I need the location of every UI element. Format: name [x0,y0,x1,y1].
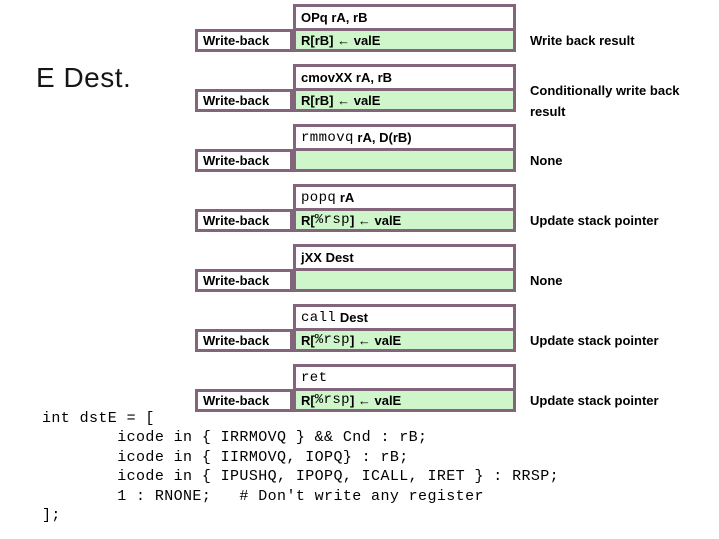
pipeline-stage-row: Write-back rmmovq rA, D(rB) None [195,124,719,172]
instruction-cell: ret [296,367,513,391]
stage-description: Update stack pointer [530,213,659,228]
stage-label-box: Write-back [195,209,293,232]
action-prefix: R[rB] ← valE [301,32,381,48]
stage-label: Write-back [203,93,270,108]
stage-label-box: Write-back [195,269,293,292]
stage-label: Write-back [203,393,270,408]
instruction-mnemonic: call [301,309,337,326]
pipeline-stage-row: Write-back popq rA R[%rsp] ← valE Update… [195,184,719,232]
stage-label-box: Write-back [195,329,293,352]
pipeline-stage-row: Write-back cmovXX rA, rB R[rB] ← valE Co… [195,64,719,119]
instruction-box: call Dest R[%rsp] ← valE [293,304,516,352]
pipeline-stage-row: Write-back jXX Dest None [195,244,719,292]
action-prefix: R[ [301,332,315,348]
stage-label: Write-back [203,153,270,168]
pipeline-stage-row: Write-back ret R[%rsp] ← valE Update sta… [195,364,719,412]
stage-description: None [530,153,563,168]
stage-description: None [530,273,563,288]
stage-label-box: Write-back [195,89,293,112]
instruction-operands: Dest [336,310,369,325]
stage-label: Write-back [203,213,270,228]
action-prefix: R[rB] ← valE [301,92,381,108]
instruction-mnemonic: popq [301,189,337,206]
instruction-box: jXX Dest [293,244,516,292]
instruction-operands: cmovXX rA, rB [301,70,393,85]
action-prefix: R[ [301,392,315,408]
stage-description: Update stack pointer [530,393,659,408]
hcl-code-block: int dstE = [ icode in { IRRMOVQ } && Cnd… [42,410,560,525]
action-suffix: ] ← valE [349,332,402,348]
stage-label-box: Write-back [195,389,293,412]
pipeline-stage-row: Write-back OPq rA, rB R[rB] ← valE Write… [195,4,719,52]
page-title: E Dest. [36,62,132,93]
instruction-cell: popq rA [296,187,513,211]
action-prefix: R[ [301,212,315,228]
instruction-box: rmmovq rA, D(rB) [293,124,516,172]
writeback-action-cell: R[%rsp] ← valE [296,211,513,229]
instruction-cell: jXX Dest [296,247,513,271]
instruction-cell: call Dest [296,307,513,331]
instruction-box: ret R[%rsp] ← valE [293,364,516,412]
instruction-box: OPq rA, rB R[rB] ← valE [293,4,516,52]
stage-description: Update stack pointer [530,333,659,348]
writeback-action-cell: R[rB] ← valE [296,31,513,49]
instruction-box: cmovXX rA, rB R[rB] ← valE [293,64,516,112]
instruction-operands: rA [336,190,355,205]
stage-description: Conditionally write back result [530,82,680,119]
writeback-action-cell [296,151,513,169]
instruction-operands: jXX Dest [301,250,354,265]
instruction-mnemonic: ret [301,369,328,386]
instruction-cell: cmovXX rA, rB [296,67,513,91]
writeback-action-cell: R[%rsp] ← valE [296,391,513,409]
stage-label: Write-back [203,333,270,348]
pipeline-stage-row: Write-back call Dest R[%rsp] ← valE Upda… [195,304,719,352]
instruction-operands: OPq rA, rB [301,10,368,25]
writeback-action-cell [296,271,513,289]
writeback-action-cell: R[%rsp] ← valE [296,331,513,349]
instruction-operands: rA, D(rB) [353,130,412,145]
instruction-box: popq rA R[%rsp] ← valE [293,184,516,232]
writeback-action-cell: R[rB] ← valE [296,91,513,109]
instruction-cell: rmmovq rA, D(rB) [296,127,513,151]
stage-label-box: Write-back [195,29,293,52]
instruction-mnemonic: rmmovq [301,129,354,146]
action-suffix: ] ← valE [349,392,402,408]
stage-description: Write back result [530,33,635,48]
action-suffix: ] ← valE [349,212,402,228]
stage-label: Write-back [203,273,270,288]
stage-label: Write-back [203,33,270,48]
action-register: %rsp [314,212,350,228]
instruction-cell: OPq rA, rB [296,7,513,31]
stage-label-box: Write-back [195,149,293,172]
action-register: %rsp [314,392,350,408]
action-register: %rsp [314,332,350,348]
